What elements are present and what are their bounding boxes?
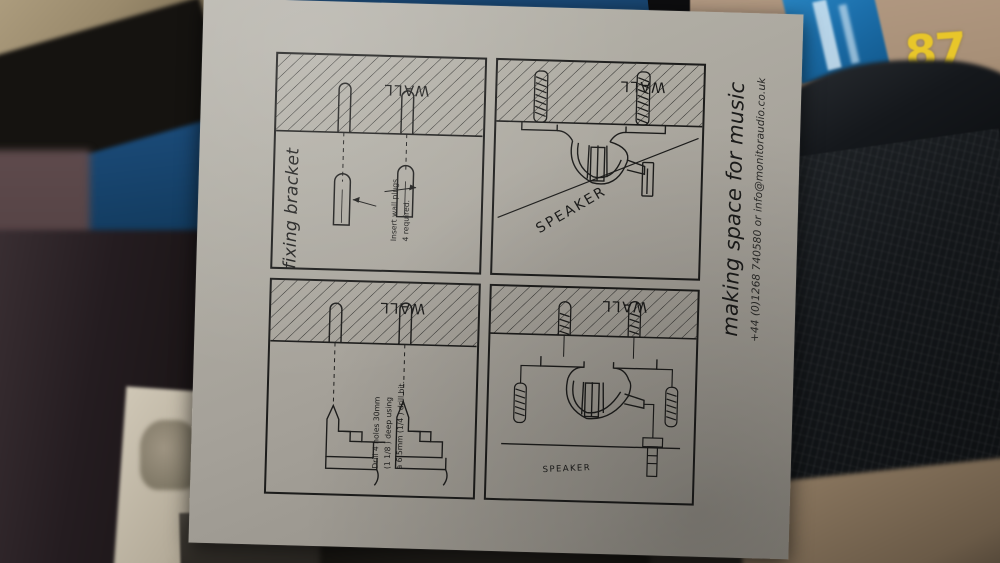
panel-top-right-wall-label: WALL — [619, 77, 666, 95]
panel-top-left-note-line-1: Insert wall plugs — [389, 178, 400, 242]
brand-block: making space for music +44 (0)1268 74058… — [717, 34, 770, 385]
panel-bottom-right-drawing — [489, 285, 698, 477]
panel-bottom-right-speaker-label: SPEAKER — [542, 462, 591, 475]
panel-bottom-left: WALL Drill 4 holes 30mm (1 1/8 ) deep us… — [263, 277, 481, 500]
panel-bottom-left-drawing — [270, 279, 479, 486]
panel-top-right-drawing — [495, 59, 705, 218]
panel-bottom-left-note-line-1: Drill 4 holes 30mm — [370, 396, 382, 469]
panel-bottom-left-note-line-2: (1 1/8 ) deep using — [382, 396, 394, 469]
panel-bottom-right: WALL SPEAKER — [483, 283, 700, 506]
panel-bottom-right-wall-label: WALL — [601, 296, 648, 314]
panel-top-left: WALL Insert wall plugs 4 required. — [270, 51, 487, 275]
panel-top-right: WALL SPEAKER — [489, 57, 707, 281]
panel-top-left-note-line-2: 4 required. — [401, 199, 412, 242]
brand-tagline: making space for music — [717, 81, 750, 337]
brand-contact: +44 (0)1268 740580 or info@monitoraudio.… — [748, 77, 769, 343]
card-printed-area: fixing bracket making space for music +4… — [189, 0, 804, 559]
panel-top-left-wall-label: WALL — [383, 80, 430, 99]
panel-bottom-left-wall-label: WALL — [379, 298, 426, 316]
diagram-panel-grid: WALL Insert wall plugs 4 required. — [263, 51, 707, 506]
instruction-card: fixing bracket making space for music +4… — [188, 0, 804, 560]
panel-top-left-drawing — [276, 53, 485, 226]
